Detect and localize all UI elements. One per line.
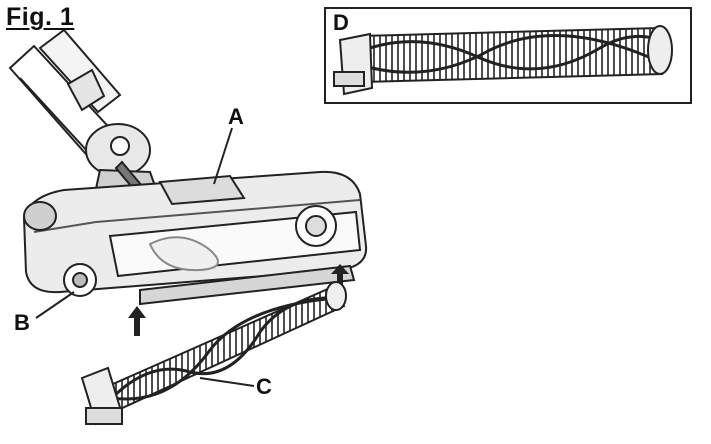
floor-head xyxy=(22,170,368,306)
brushroll-c xyxy=(80,281,347,426)
callout-d: D xyxy=(333,10,349,35)
callout-c: C xyxy=(256,374,272,399)
figure-title: Fig. 1 xyxy=(6,3,75,31)
leader-lines xyxy=(35,127,255,387)
brushroll-d xyxy=(333,25,673,96)
callout-a: A xyxy=(228,104,244,129)
inset-frame xyxy=(324,7,692,104)
callout-b: B xyxy=(14,310,30,335)
insert-arrows xyxy=(128,264,349,336)
